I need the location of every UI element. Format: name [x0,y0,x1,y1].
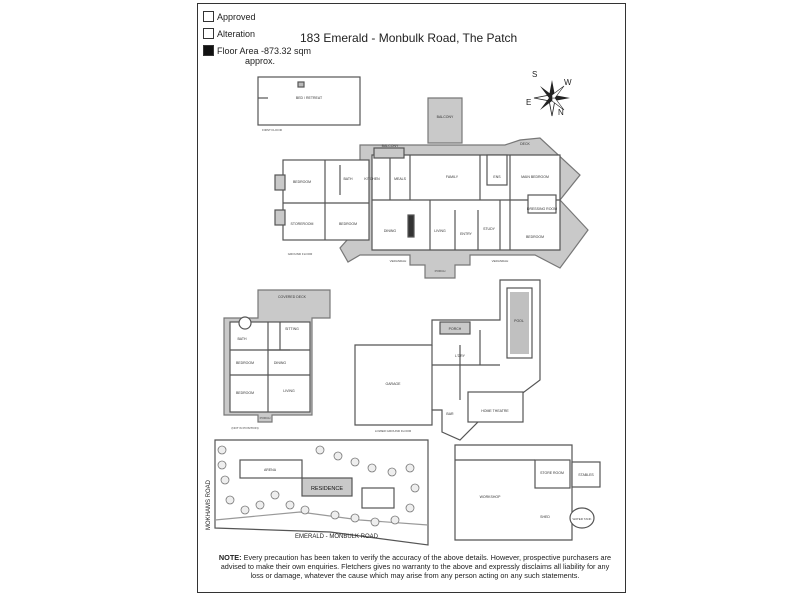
label-porch-3: PORCH [449,327,462,331]
lower-ground-floor-plan [354,279,541,441]
label-bedroom-1: BEDROOM [293,180,311,184]
label-laundry: L'DRY [455,354,466,358]
label-garage: GARAGE [386,382,402,386]
legend-alteration-swatch [203,28,214,39]
compass-s: S [532,70,538,79]
label-porch-2: PORCH [260,416,271,420]
label-bath-2: BATH [237,337,247,341]
label-verandah-left: VERANDAH [390,259,407,263]
label-living-2: LIVING [283,389,295,393]
label-road-bottom: EMERALD - MONBULK ROAD [295,534,379,540]
label-pool: POOL [514,319,524,323]
label-bedroom-5: BEDROOM [236,391,254,395]
label-bedroom-3: BEDROOM [526,235,544,239]
label-entry: ENTRY [460,232,472,236]
label-workshop: WORKSHOP [480,495,501,499]
legend-approved-swatch [203,11,214,22]
label-sitting: SITTING [285,327,299,331]
label-ens: ENS [493,175,501,179]
page-title: 183 Emerald - Monbulk Road, The Patch [300,31,518,45]
label-verandah-right: VERANDAH [492,259,509,263]
legend-floor-area-swatch [203,45,214,56]
label-water-tank: WATER TANK [572,517,591,521]
label-stables: STABLES [578,473,594,477]
legend-alteration: Alteration [203,28,255,39]
plan-labels: BED / RETREAT FIRST FLOOR BALCONY BALCON… [206,96,594,540]
disclaimer-note: NOTE: Every precaution has been taken to… [215,553,615,580]
legend-approved-label: Approved [217,11,256,22]
legend-floor-area-label: Floor Area -873.32 sqm [217,45,312,56]
label-porch-main: PORCH [435,269,446,273]
label-bedroom-4: BEDROOM [236,361,254,365]
compass-n: N [558,108,564,117]
label-dining-2: DINING [274,361,287,365]
label-balcony-top: BALCONY [437,115,454,119]
legend-floor-area: Floor Area -873.32 sqm [203,45,311,56]
workshop-plan [454,444,601,541]
label-family: FAMILY [446,175,459,179]
note-lead: NOTE: [218,553,242,562]
label-bedroom-2: BEDROOM [339,222,357,226]
ground-floor-plan [274,97,589,279]
legend-approved: Approved [203,11,256,22]
label-deck: DECK [520,142,530,146]
compass-rose: S W E N [526,70,576,122]
label-dining: DINING [384,229,397,233]
label-first-floor: FIRST FLOOR [262,128,283,132]
label-road-side: MOKHAMS ROAD [206,479,212,530]
label-bath-1: BATH [343,177,353,181]
label-study: STUDY [483,227,496,231]
compass-icon [533,80,570,117]
label-home-theatre: HOME THEATRE [481,409,509,413]
label-arena: ARENA [264,468,277,472]
label-store-room: STORE ROOM [540,471,564,475]
legend-approx: approx. [245,56,276,66]
label-storeroom: STOREROOM [291,222,314,226]
compass-w: W [564,78,572,87]
label-main-bedroom: MAIN BEDROOM [521,175,549,179]
label-kitchen: KITCHEN [364,177,380,181]
label-first-floor-room: BED / RETREAT [296,96,323,100]
label-living: LIVING [434,229,446,233]
site-plan [214,439,429,546]
label-meals: MEALS [394,177,407,181]
label-lower-ground: LOWER GROUND FLOOR [375,429,412,433]
note-text: Every precaution has been taken to verif… [220,553,612,580]
first-floor-plan [257,76,361,126]
label-balcony-left: BALCONY [382,144,399,148]
label-residence: RESIDENCE [311,486,343,492]
label-shed: SHED [540,515,550,519]
legend-alteration-label: Alteration [217,28,256,39]
label-dressing: DRESSING ROOM [527,207,557,211]
cottage-plan [223,289,331,423]
label-not-in-position: (NOT IN POSITION) [231,426,258,430]
label-covered-deck: COVERED DECK [278,295,307,299]
label-bar: BAR [446,412,454,416]
label-ground-floor: GROUND FLOOR [288,252,313,256]
compass-e: E [526,98,532,107]
